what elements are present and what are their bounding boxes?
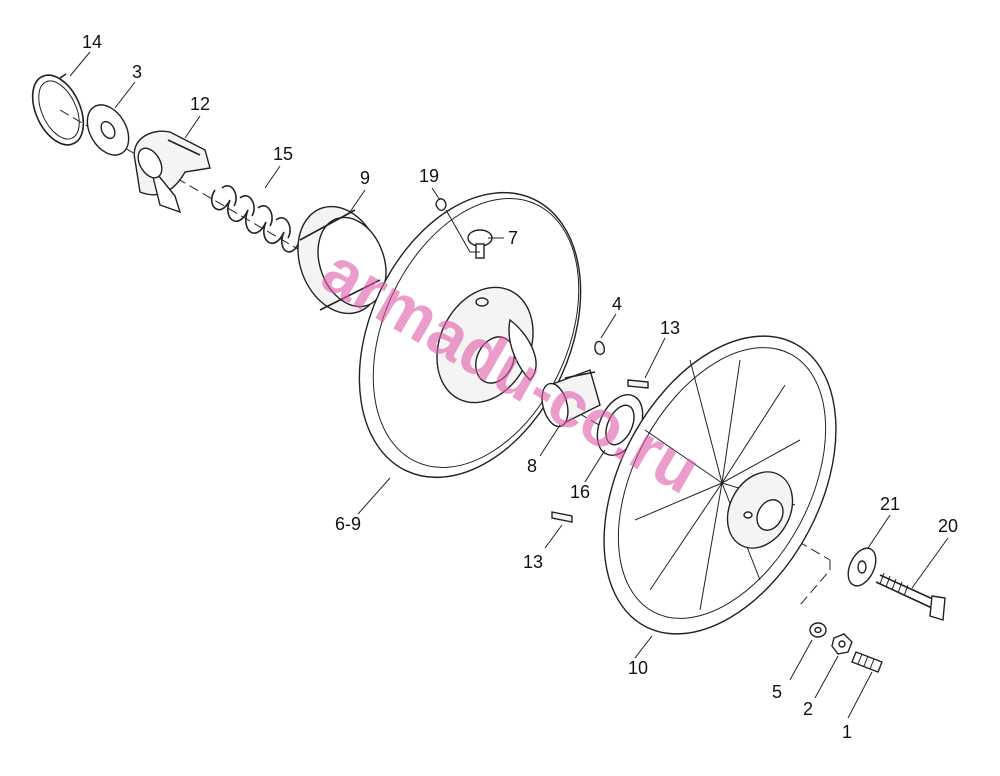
callout-13-upper: 13 <box>660 318 680 338</box>
callout-7: 7 <box>508 228 518 248</box>
set-screw-part <box>851 651 883 673</box>
callout-12: 12 <box>190 94 210 114</box>
callout-8: 8 <box>527 456 537 476</box>
end-washer-part <box>847 547 877 587</box>
small-washer-part <box>809 622 827 638</box>
callout-9: 9 <box>360 168 370 188</box>
long-bolt-part <box>875 572 946 621</box>
callout-labels: 14 3 12 15 9 19 7 4 13 8 16 6-9 13 10 21… <box>82 32 958 742</box>
slider-ring-part <box>297 205 387 315</box>
spring-part <box>210 185 301 253</box>
callout-6-9: 6-9 <box>335 514 361 534</box>
callout-5: 5 <box>772 682 782 702</box>
callout-2: 2 <box>803 699 813 719</box>
callout-13-lower: 13 <box>523 552 543 572</box>
callout-19: 19 <box>419 166 439 186</box>
leader-lines <box>69 51 949 719</box>
callout-10: 10 <box>628 658 648 678</box>
cam-part <box>133 130 211 214</box>
retaining-ring-part <box>31 73 85 146</box>
callout-1: 1 <box>842 722 852 742</box>
callout-4: 4 <box>612 294 622 314</box>
callout-14: 14 <box>82 32 102 52</box>
callout-16: 16 <box>570 482 590 502</box>
callout-15: 15 <box>273 144 293 164</box>
key-lower-part <box>551 511 573 523</box>
grease-nipple-part <box>594 340 606 356</box>
bushing-part <box>541 369 601 428</box>
grease-fitting-part <box>435 198 447 211</box>
nut-part <box>831 633 853 655</box>
fixed-sheave-part <box>603 335 837 635</box>
key-upper-part <box>627 379 649 389</box>
callout-20: 20 <box>938 516 958 536</box>
callout-21: 21 <box>880 494 900 514</box>
washer-part <box>86 104 130 156</box>
sliding-sheave-part <box>358 191 582 479</box>
callout-3: 3 <box>132 62 142 82</box>
